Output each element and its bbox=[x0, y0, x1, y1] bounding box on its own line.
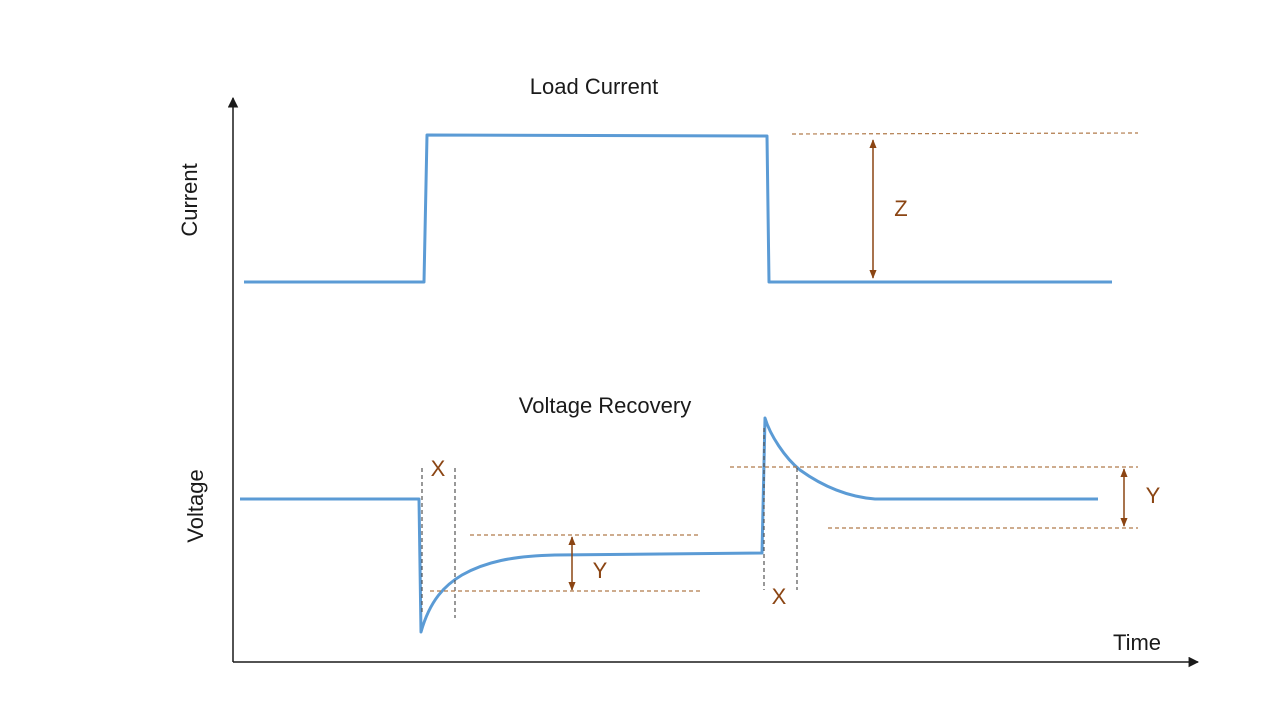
x-overshoot-label: X bbox=[772, 584, 787, 609]
current-axis-label: Current bbox=[177, 163, 202, 236]
load-current-title: Load Current bbox=[530, 74, 658, 99]
z-label: Z bbox=[894, 196, 907, 221]
voltage-axis-label: Voltage bbox=[183, 469, 208, 542]
x-undershoot-label: X bbox=[431, 456, 446, 481]
y-overshoot-label: Y bbox=[1146, 483, 1161, 508]
voltage-waveform bbox=[240, 416, 1098, 634]
load-current-waveform bbox=[244, 133, 1112, 284]
voltage-recovery-title: Voltage Recovery bbox=[519, 393, 691, 418]
time-axis-label: Time bbox=[1113, 630, 1161, 655]
y-undershoot-label: Y bbox=[593, 558, 608, 583]
z-upper-reference-line bbox=[791, 132, 1139, 135]
